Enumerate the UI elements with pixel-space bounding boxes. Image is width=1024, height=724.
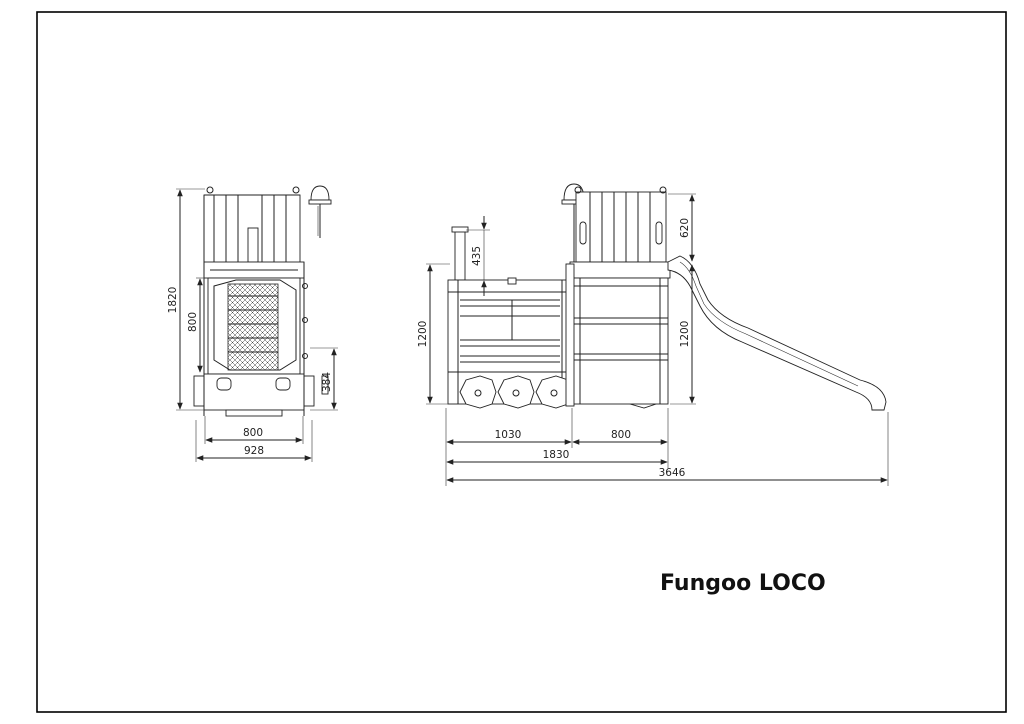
dim-tower-length: 800 [611,429,631,441]
front-view [193,185,332,417]
front-dimensions: 1820 800 384 800 928 [167,188,338,462]
crawl-tunnel [227,283,279,371]
dim-inner-width: 800 [243,427,263,439]
drawing-title: Fungoo LOCO [660,571,826,596]
dim-wagon-length: 1030 [495,429,522,441]
dim-left-height: 1200 [417,321,429,348]
slide [667,255,887,411]
side-view [447,183,887,411]
sheet-border [36,11,1007,713]
dim-structure-length: 1830 [543,449,570,461]
bell-icon [308,185,332,238]
dim-base-height: 384 [321,372,333,392]
side-dimensions: 435 620 1200 1200 1030 800 1830 3646 [417,193,889,486]
dim-total-length: 3646 [659,467,686,479]
dim-right-height: 1200 [679,321,691,348]
dim-platform-height: 800 [187,312,199,332]
dim-tower-height: 620 [679,218,691,238]
dim-outer-width: 928 [244,445,264,457]
dim-total-height: 1820 [167,287,179,314]
dim-chimney-height: 435 [471,246,483,266]
